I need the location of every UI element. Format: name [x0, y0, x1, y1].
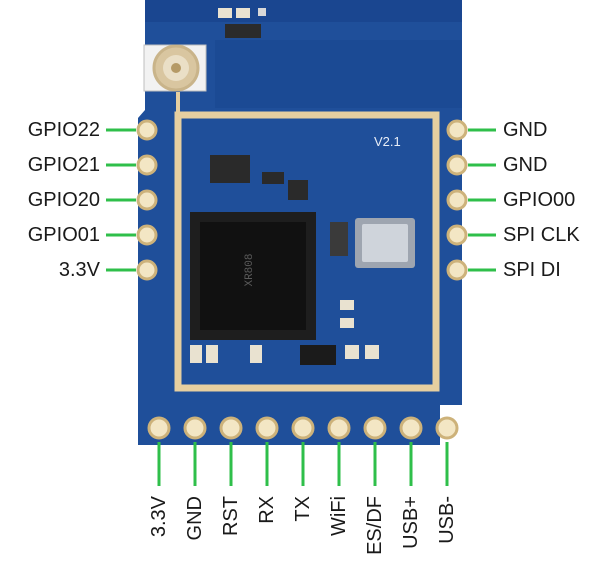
right-pin-label-1: GND	[503, 119, 548, 141]
right-pin-label-2: GND	[503, 154, 548, 176]
bottom-pin-label-3: RST	[220, 496, 242, 536]
bottom-pin-label-5: TX	[292, 496, 314, 522]
board-version-label: V2.1	[374, 134, 401, 149]
bottom-pin-5: TX	[291, 496, 315, 576]
bottom-pin-3: RST	[219, 496, 243, 576]
bottom-pin-1: 3.3V	[147, 496, 171, 576]
bottom-pin-9: USB-	[435, 496, 459, 576]
bottom-pin-2: GND	[183, 496, 207, 576]
leader-lines	[106, 128, 496, 486]
shield-frame	[174, 111, 440, 392]
small-components	[190, 155, 379, 365]
right-pads	[446, 119, 468, 281]
crystal	[330, 218, 415, 268]
bottom-pin-label-2: GND	[184, 496, 206, 541]
bottom-pin-7: ES/DF	[363, 496, 387, 576]
bottom-pin-label-8: USB+	[400, 496, 422, 549]
bottom-pin-6: WiFi	[327, 496, 351, 576]
main-chip: XR808	[190, 212, 316, 340]
bottom-pads	[147, 416, 459, 440]
bottom-pin-8: USB+	[399, 496, 423, 576]
bottom-pin-label-4: RX	[256, 496, 278, 524]
right-pin-label-5: SPI DI	[503, 259, 561, 281]
bottom-pin-label-9: USB-	[436, 496, 458, 544]
antenna-area	[215, 40, 462, 108]
right-pin-label-4: SPI CLK	[503, 224, 580, 246]
bottom-pin-label-7: ES/DF	[364, 496, 386, 555]
left-pin-label-3: GPIO20	[27, 189, 100, 211]
bottom-pin-label-6: WiFi	[328, 496, 350, 536]
left-pads	[136, 119, 158, 281]
pcb-top-edge	[145, 0, 462, 22]
bottom-pin-4: RX	[255, 496, 279, 576]
left-pin-label-5: 3.3V	[58, 259, 100, 281]
ipex-connector	[143, 44, 207, 118]
left-pin-label-4: GPIO01	[27, 224, 100, 246]
left-pin-label-2: GPIO21	[27, 154, 100, 176]
svg-text:XR808: XR808	[244, 253, 256, 286]
right-pin-label-3: GPIO00	[503, 189, 576, 211]
bottom-pin-label-1: 3.3V	[148, 496, 170, 538]
left-pin-label-1: GPIO22	[27, 119, 100, 141]
top-components	[218, 8, 266, 38]
